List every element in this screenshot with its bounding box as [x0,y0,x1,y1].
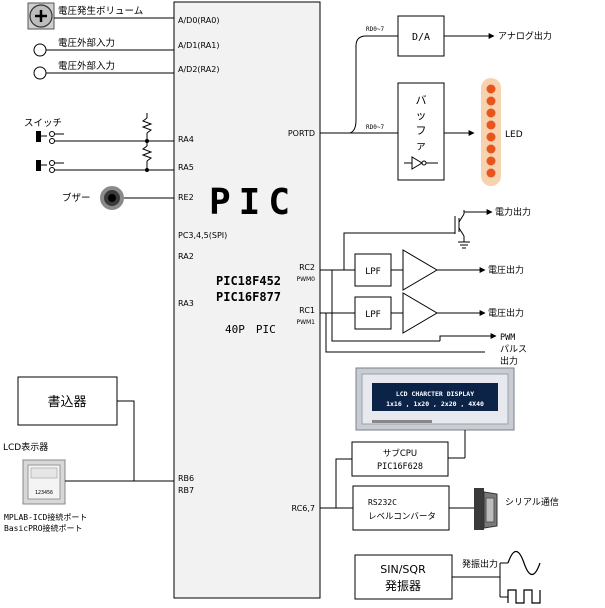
connector-digits: 123456 [35,490,53,496]
pin-rb7: RB7 [178,486,194,495]
lcd-line-1: LCD CHARCTER DISPLAY [396,390,474,398]
writer-line [117,400,174,482]
buffer-label: バ ッ フ ァ [416,94,427,152]
buzzer-icon [100,186,124,210]
power-transistor-icon [454,210,470,249]
subcpu-label-2: PIC16F628 [377,462,423,472]
lcd-module-icon [355,367,515,431]
amp-1-icon [402,249,438,291]
pullup-resistor-icon [141,113,153,172]
pin-pwm0: PWM0 [296,276,315,283]
pin-spi: PC3,4,5(SPI) [178,231,227,240]
rd-bus-top-label: RD0~7 [366,26,384,33]
osc-label-2: 発振器 [385,579,421,593]
pic-model-1: PIC18F452 [216,274,281,288]
volt-1-output-label: 電圧出力 [488,264,524,276]
volt-2-output-label: 電圧出力 [488,307,524,319]
pwm1-pulse-line [320,312,485,353]
pin-rb6: RB6 [178,474,194,483]
pwm-label-2: パルス [500,344,527,355]
lpf-2-label: LPF [365,310,381,320]
pin-ra5: RA5 [178,163,194,172]
pic-model-2: PIC16F877 [216,290,281,304]
lpf-2-box [354,296,392,330]
rc67-subcpu-line [320,458,352,509]
pin-pwm1: PWM1 [296,319,315,326]
serial-label: シリアル通信 [505,496,559,508]
basic-port-label: BasicPRO接続ポート [4,523,83,533]
switch-label: スイッチ [24,118,62,129]
buffer-char-2: ッ [416,109,427,122]
osc-box [354,554,453,600]
pwm-label-1: PWM [500,333,515,343]
ext-input-1-label: 電圧外部入力 [58,37,115,49]
ext-input-2-label: 電圧外部入力 [58,60,115,72]
pwm-merge-line [439,335,485,341]
pin-portd: PORTD [288,129,315,138]
buffer-symbol-icon [404,156,438,170]
rs232-label-1: RS232C [368,498,397,507]
sine-wave-icon [507,550,541,576]
rs232-label-2: レベルコンバータ [368,512,436,522]
volume-label: 電圧発生ボリューム [58,5,143,17]
pin-ra1: A/D1(RA1) [178,41,219,50]
power-output-label: 電力出力 [495,206,531,218]
writer-box [17,376,118,426]
power-feed-line [332,216,456,271]
pic-title: PIC [209,182,298,223]
icd-port-label: MPLAB-ICD接続ポート [4,512,87,522]
pin-re2: RE2 [178,193,194,202]
pin-rc67: RC6,7 [292,504,315,513]
led-bar-icon [481,78,501,186]
lpf-1-label: LPF [365,267,381,277]
buffer-char-4: ァ [416,139,427,152]
ext-input-1-terminal [33,43,47,57]
osc-output-label: 発振出力 [462,558,498,570]
buffer-char-1: バ [416,94,427,107]
pin-rc1: RC1 [299,306,315,315]
amp-2-icon [402,292,438,334]
buzzer-label: ブザー [62,192,91,204]
led-label: LED [505,130,523,140]
da-box [397,15,445,57]
rs232-box [352,485,450,531]
square-wave-icon [507,589,541,604]
rd-bus-mid-label: RD0~7 [366,124,384,131]
ext-input-2-terminal [33,66,47,80]
switch-2-icon [36,160,64,173]
lcd-line-2: 1x16 , 1x20 , 2x20 , 4X40 [386,400,484,408]
portd-to-da-line [349,35,398,134]
da-label: D/A [412,32,430,43]
serial-connector-icon [474,488,498,530]
pin-ra2b: RA2 [178,252,194,261]
pin-ra2: A/D2(RA2) [178,65,219,74]
pic-chip [173,1,321,599]
switch-1-icon [36,131,64,144]
pin-ra0: A/D0(RA0) [178,16,219,25]
osc-label-1: SIN/SQR [380,563,426,576]
writer-label: 書込器 [47,395,86,410]
buffer-char-3: フ [416,124,427,137]
modular-connector-icon [22,459,66,505]
pwm-label-3: 出力 [500,355,518,367]
pin-ra3: RA3 [178,299,194,308]
lcd-display-label: LCD表示器 [3,441,48,453]
analog-output-label: アナログ出力 [498,30,552,42]
pin-rc2: RC2 [299,263,315,272]
lpf-1-box [354,253,392,287]
pic-package: 40P PIC [225,323,276,336]
subcpu-label-1: サブCPU [383,448,417,459]
pwm0-pulse-line [320,269,440,342]
volume-knob-icon [27,2,55,30]
pin-ra4: RA4 [178,135,194,144]
